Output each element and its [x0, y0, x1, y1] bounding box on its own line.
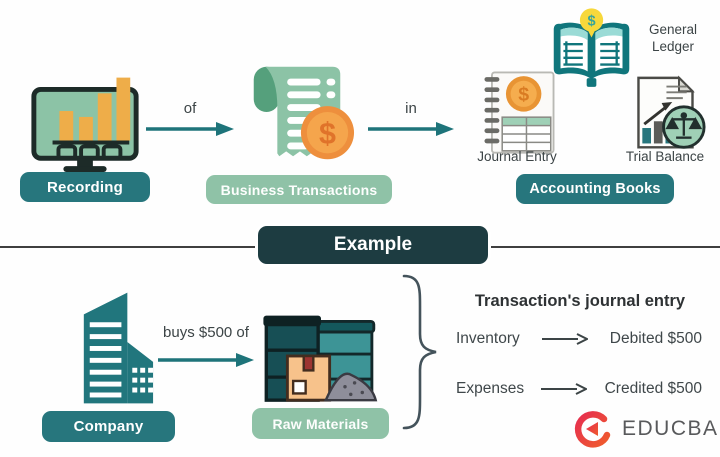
raw-materials-label: Raw Materials	[272, 415, 369, 432]
small-arrow-icon	[541, 333, 588, 345]
journal-result: Credited $500	[604, 380, 702, 397]
journal-row: Inventory Debited $500	[456, 330, 702, 348]
in-label: in	[405, 100, 417, 117]
company-badge: Company	[42, 411, 175, 442]
journal-result: Debited $500	[609, 330, 702, 347]
arrow-buys-icon	[158, 353, 254, 367]
dollar-glyph: $	[587, 13, 595, 29]
arrow-of-icon	[146, 122, 234, 136]
example-badge: Example	[258, 226, 488, 264]
arrow-in-icon	[368, 122, 454, 136]
accounting-books-label: Accounting Books	[529, 181, 661, 197]
educba-wordmark: EDUCBA	[622, 417, 719, 440]
general-ledger-icon: $	[553, 8, 630, 87]
monitor-chart-icon	[31, 77, 139, 172]
receipt-icon: $	[253, 66, 355, 160]
dollar-glyph: $	[319, 117, 336, 151]
educba-logo: EDUCBA	[572, 408, 719, 450]
business-transactions-label: Business Transactions	[220, 181, 378, 198]
buys-label: buys $500 of	[163, 324, 249, 341]
dollar-glyph: $	[518, 83, 529, 105]
journal-entry-title: Transaction's journal entry	[474, 292, 686, 310]
of-label: of	[183, 100, 197, 117]
raw-materials-icon	[263, 315, 378, 402]
recording-badge: Recording	[20, 172, 150, 202]
raw-materials-badge: Raw Materials	[252, 408, 389, 439]
curly-brace	[402, 274, 437, 430]
company-label: Company	[73, 418, 144, 435]
recording-label: Recording	[47, 178, 123, 196]
journal-entry-icon: $	[484, 71, 555, 154]
journal-account: Expenses	[456, 380, 525, 397]
general-ledger-caption: General Ledger	[648, 22, 698, 54]
journal-row: Expenses Credited $500	[456, 380, 702, 398]
journal-account: Inventory	[456, 330, 520, 347]
small-arrow-icon	[541, 383, 588, 395]
educba-logo-icon	[574, 411, 611, 448]
example-label: Example	[333, 234, 413, 255]
trial-balance-icon	[637, 75, 706, 149]
company-building-icon	[83, 292, 154, 404]
trial-balance-caption: Trial Balance	[625, 149, 705, 164]
business-transactions-badge: Business Transactions	[206, 175, 392, 204]
accounting-books-badge: Accounting Books	[516, 174, 674, 204]
journal-entry-caption: Journal Entry	[477, 149, 557, 164]
